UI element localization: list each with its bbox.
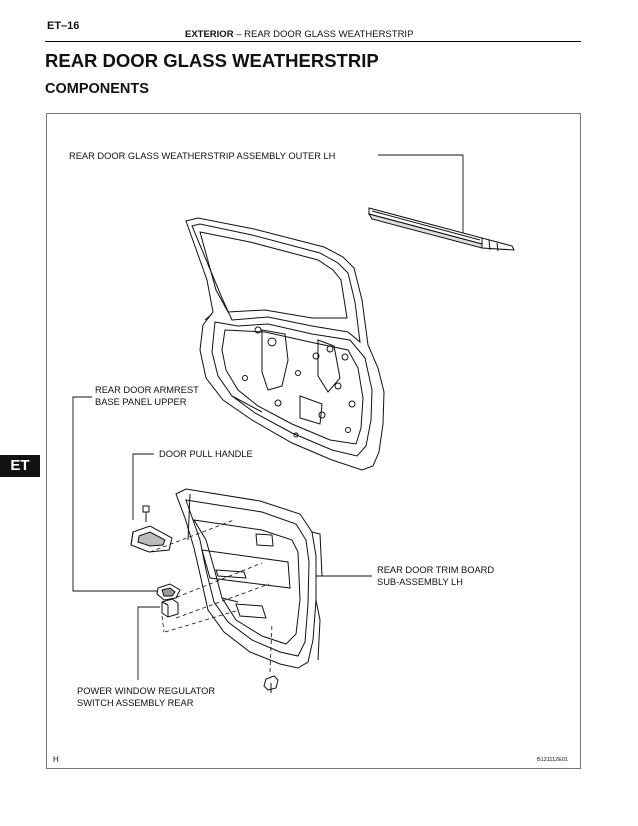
figure-code: B121112E01 xyxy=(537,757,568,763)
figure-frame xyxy=(46,113,581,769)
door-pull-handle-part xyxy=(130,525,173,553)
section-topic: REAR DOOR GLASS WEATHERSTRIP xyxy=(244,29,414,40)
label-switch-line1: POWER WINDOW REGULATOR xyxy=(77,686,216,696)
armrest-base-panel-part xyxy=(156,583,181,601)
leader-weatherstrip xyxy=(378,154,464,236)
label-trim-board-line1: REAR DOOR TRIM BOARD xyxy=(377,565,495,575)
pull-handle-screw xyxy=(142,505,150,522)
figure-corner-mark: H xyxy=(53,755,59,764)
trim-clip-part xyxy=(263,675,279,693)
header-rule xyxy=(45,41,581,42)
page-title: REAR DOOR GLASS WEATHERSTRIP xyxy=(45,50,379,71)
power-window-switch-part xyxy=(161,598,179,618)
weatherstrip-part xyxy=(367,207,515,252)
side-index-tab: ET xyxy=(0,455,40,477)
label-weatherstrip: REAR DOOR GLASS WEATHERSTRIP ASSEMBLY OU… xyxy=(69,151,336,161)
label-switch-line2: SWITCH ASSEMBLY REAR xyxy=(77,698,194,708)
leader-pull-handle xyxy=(132,453,154,520)
section-header: EXTERIOR – REAR DOOR GLASS WEATHERSTRIP xyxy=(185,29,413,40)
section-name: EXTERIOR xyxy=(185,29,234,40)
label-pull-handle: DOOR PULL HANDLE xyxy=(159,449,253,459)
door-panel xyxy=(185,217,385,471)
section-separator: – xyxy=(236,29,242,40)
section-subtitle: COMPONENTS xyxy=(45,81,149,97)
leader-armrest xyxy=(72,396,160,592)
door-trim-board xyxy=(175,488,323,669)
leader-switch xyxy=(137,606,160,680)
alignment-lines xyxy=(149,519,273,673)
leader-lines xyxy=(72,154,464,680)
label-trim-board-line2: SUB-ASSEMBLY LH xyxy=(377,577,463,587)
page-code: ET–16 xyxy=(47,20,80,32)
label-armrest-line1: REAR DOOR ARMREST xyxy=(95,385,199,395)
label-armrest-line2: BASE PANEL UPPER xyxy=(95,397,187,407)
